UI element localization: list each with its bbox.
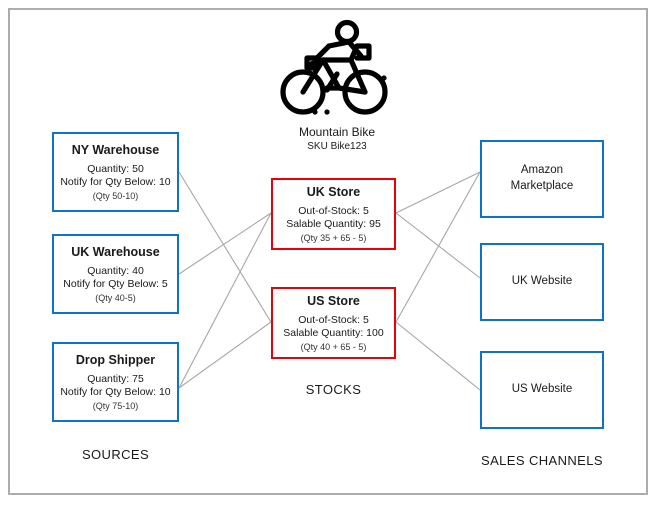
mountain-bike-icon <box>280 19 388 115</box>
ny-warehouse-formula: (Qty 50-10) <box>92 190 139 201</box>
product-name: Mountain Bike <box>298 125 376 139</box>
uk-warehouse-title: UK Warehouse <box>71 244 160 259</box>
uk-store-out-of-stock: Out-of-Stock: 5 <box>298 204 369 217</box>
ny-warehouse-notify: Notify for Qty Below: 10 <box>60 176 171 189</box>
uk-store-salable-quantity: Salable Quantity: 95 <box>286 218 381 231</box>
product-header: Mountain Bike SKU Bike123 <box>262 18 412 152</box>
ny-warehouse-title: NY Warehouse <box>71 142 160 157</box>
node-us-store[interactable]: US Store Out-of-Stock: 5 Salable Quantit… <box>271 287 396 359</box>
ny-warehouse-quantity: Quantity: 50 <box>87 162 144 175</box>
uk-warehouse-notify: Notify for Qty Below: 5 <box>63 278 168 291</box>
node-drop-shipper[interactable]: Drop Shipper Quantity: 75 Notify for Qty… <box>52 342 179 422</box>
drop-shipper-notify: Notify for Qty Below: 10 <box>60 386 171 399</box>
uk-warehouse-formula: (Qty 40-5) <box>95 292 136 303</box>
node-uk-store[interactable]: UK Store Out-of-Stock: 5 Salable Quantit… <box>271 178 396 250</box>
uk-store-formula: (Qty 35 + 65 - 5) <box>300 232 367 243</box>
node-uk-warehouse[interactable]: UK Warehouse Quantity: 40 Notify for Qty… <box>52 234 179 314</box>
sources-section-label: SOURCES <box>81 447 150 462</box>
channels-section-label: SALES CHANNELS <box>481 453 603 468</box>
product-sku: SKU Bike123 <box>307 141 367 152</box>
us-store-title: US Store <box>307 293 360 308</box>
amazon-marketplace-title: Amazon Marketplace <box>510 164 574 192</box>
drop-shipper-quantity: Quantity: 75 <box>87 372 144 385</box>
uk-warehouse-quantity: Quantity: 40 <box>87 264 144 277</box>
stocks-section-label: STOCKS <box>305 382 362 397</box>
us-website-title: US Website <box>511 383 573 396</box>
us-store-formula: (Qty 40 + 65 - 5) <box>300 341 367 352</box>
drop-shipper-formula: (Qty 75-10) <box>92 400 139 411</box>
uk-website-title: UK Website <box>511 275 573 288</box>
node-amazon-marketplace[interactable]: Amazon Marketplace <box>480 140 604 218</box>
us-store-out-of-stock: Out-of-Stock: 5 <box>298 313 369 326</box>
node-uk-website[interactable]: UK Website <box>480 243 604 321</box>
uk-store-title: UK Store <box>306 184 361 199</box>
us-store-salable-quantity: Salable Quantity: 100 <box>283 327 384 340</box>
node-us-website[interactable]: US Website <box>480 351 604 429</box>
node-ny-warehouse[interactable]: NY Warehouse Quantity: 50 Notify for Qty… <box>52 132 179 212</box>
drop-shipper-title: Drop Shipper <box>75 352 156 367</box>
